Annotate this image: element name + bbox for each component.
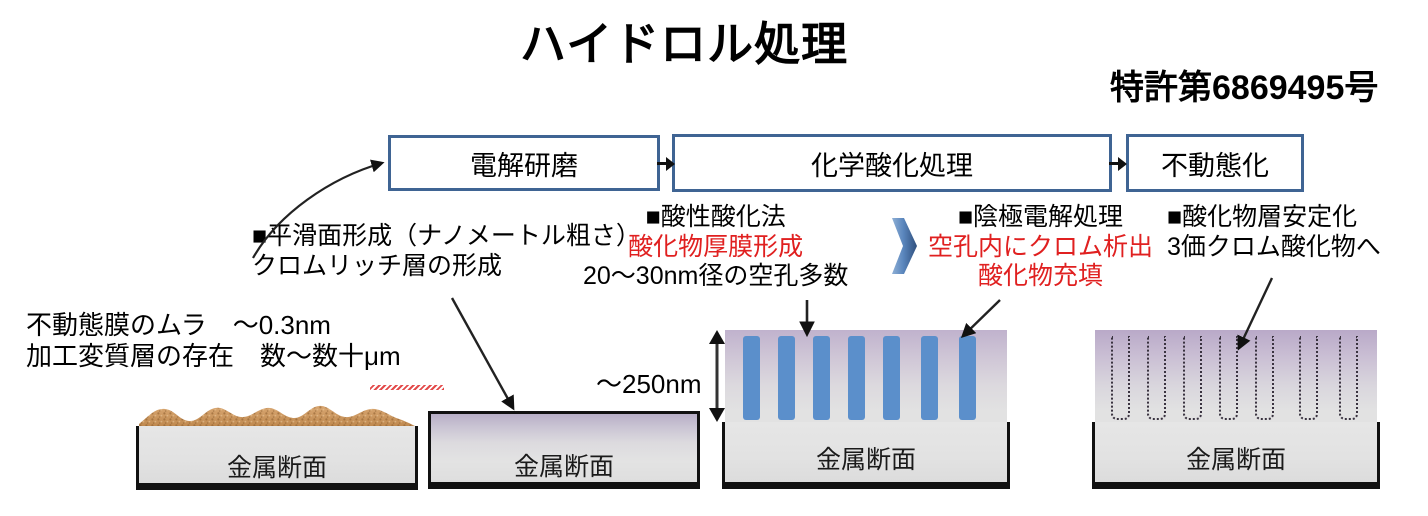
note-line: ■酸化物層安定化 (1167, 203, 1358, 231)
process-box-label: 化学酸化処理 (811, 150, 973, 181)
process-box-label: 不動態化 (1161, 150, 1269, 181)
note-line-highlight: 酸化物厚膜形成 (628, 232, 804, 261)
note-line: ■酸性酸化法 (645, 203, 786, 231)
note-oxide-stabilization: ■酸化物層安定化 3価クロム酸化物へ (1167, 203, 1381, 262)
note-line: 加工変質層の存在 数～数十μm (26, 340, 401, 371)
cross-section-caption: 金属断面 (1185, 446, 1286, 474)
cross-section-filled-oxide: 金属断面 (1092, 330, 1380, 489)
oxide-layer (1095, 330, 1377, 426)
process-box-electropolishing[interactable]: 電解研磨 (388, 135, 660, 191)
filled-pore-icon (1219, 336, 1238, 420)
pore-icon (743, 336, 760, 420)
filled-pore-icon (1255, 336, 1274, 420)
metal-body (428, 411, 700, 489)
pore-icon (778, 336, 795, 420)
filled-pore-icon (1339, 336, 1358, 420)
note-acid-oxidation: ■酸性酸化法 酸化物厚膜形成 20～30nm径の空孔多数 (583, 203, 848, 292)
note-cathodic-electrolysis: ■陰極電解処理 空孔内にクロム析出 酸化物充填 (928, 203, 1153, 292)
note-initial-state: 不動態膜のムラ ～0.3nm 加工変質層の存在 数～数十μm (26, 310, 401, 371)
cross-section-caption: 金属断面 (226, 454, 327, 482)
pore-icon (848, 336, 865, 420)
pore-icon (883, 336, 900, 420)
spellcheck-squiggle-underline (370, 385, 444, 390)
filled-pore-icon (1299, 336, 1318, 420)
oxide-thickness-label: ～250nm (596, 369, 702, 399)
cross-section-caption: 金属断面 (815, 446, 916, 474)
leader-to-polished-block (450, 297, 515, 411)
process-box-label: 電解研磨 (470, 150, 578, 181)
filled-pore-icon (1183, 336, 1202, 420)
filled-pore-icon (1111, 336, 1130, 420)
oxide-layer (725, 330, 1007, 426)
cross-section-electropolished: 金属断面 (428, 411, 700, 489)
process-box-passivation[interactable]: 不動態化 (1126, 134, 1304, 192)
blue-chevron-right-icon (892, 218, 917, 274)
pore-icon (921, 336, 938, 420)
note-line-highlight: 酸化物充填 (978, 262, 1104, 290)
metal-body (722, 422, 1010, 489)
metal-body (1092, 422, 1380, 489)
cross-section-porous-oxide: 金属断面 (722, 330, 1010, 489)
filled-pore-icon (1147, 336, 1166, 420)
note-line-highlight: 空孔内にクロム析出 (928, 232, 1154, 261)
page-title: ハイドロル処理 (520, 18, 849, 70)
metal-body (136, 426, 418, 490)
note-line: 3価クロム酸化物へ (1167, 232, 1381, 261)
note-line: 不動態膜のムラ ～0.3nm (26, 310, 331, 340)
process-box-chemical-oxidation[interactable]: 化学酸化処理 (672, 134, 1112, 192)
double-headed-dimension-arrow-icon (709, 330, 725, 422)
pore-icon (813, 336, 830, 420)
cross-section-caption: 金属断面 (513, 453, 614, 481)
note-line: 20～30nm径の空孔多数 (583, 262, 849, 290)
pore-icon (959, 336, 976, 420)
note-line: ■陰極電解処理 (957, 203, 1124, 231)
cross-section-as-machined: 金属断面 (136, 400, 418, 490)
patent-number: 特許第6869495号 (1110, 69, 1379, 107)
